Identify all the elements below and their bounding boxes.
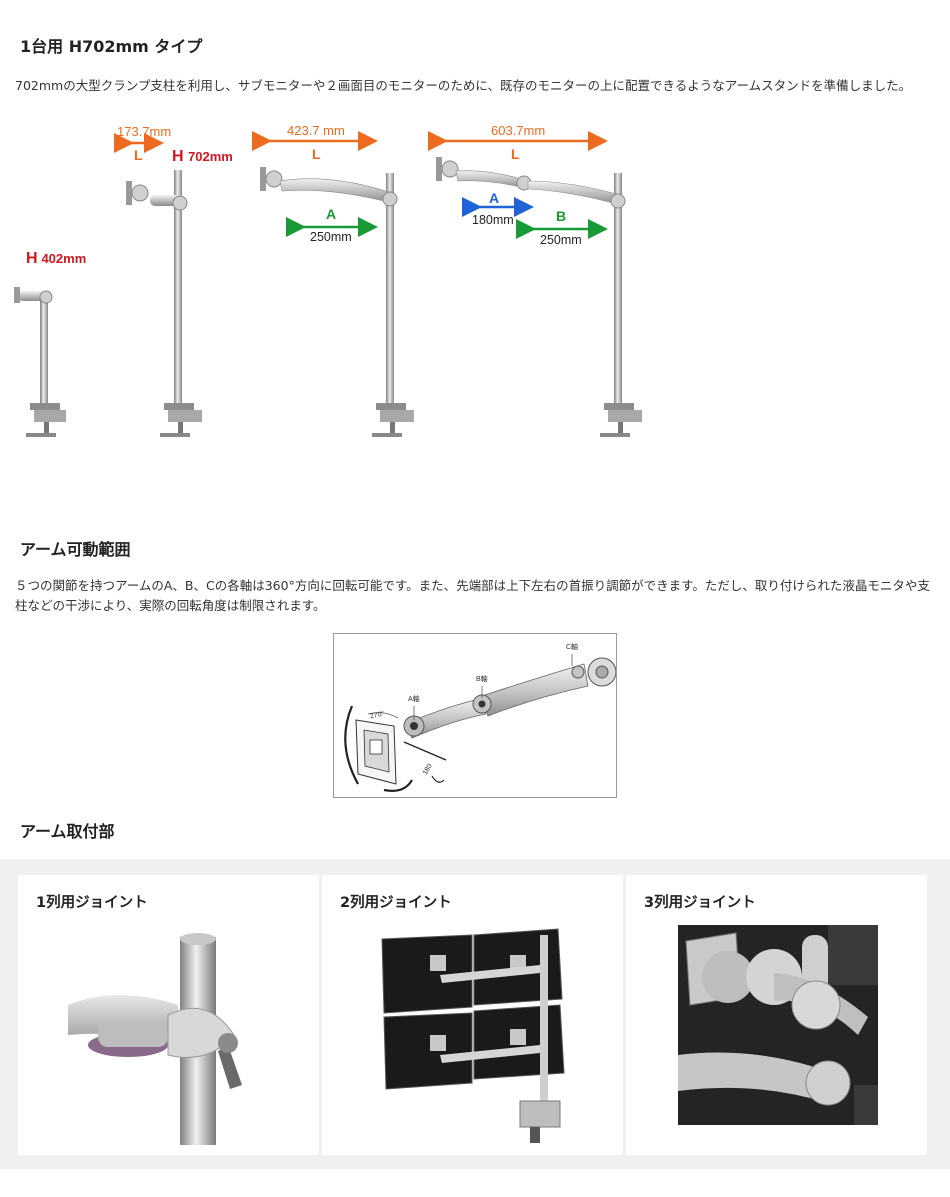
joint-card-title: 1列用ジョイント [36,895,148,911]
stand2-h-label: H 702mm [172,148,233,165]
joint-card-3col: 3列用ジョイント [626,875,927,1155]
stand4-b-value: 250mm [540,233,582,247]
stand2-l-label: L [134,147,143,163]
axis-b-label: B軸 [476,676,488,683]
section-title-h702: 1台用 H702mm タイプ [20,37,203,56]
stand4-l-label: L [511,146,520,162]
stand4-b-label: B [556,208,567,224]
joint-2col-photo [380,925,570,1147]
stand3-l-value: 423.7 mm [287,123,345,138]
stand-h702-l173 [126,170,202,437]
joint-3col-photo [678,925,878,1125]
joint-1col-photo [58,925,278,1145]
stand4-l-value: 603.7mm [491,123,546,138]
stand-l603 [436,157,642,437]
joint-card-title: 3列用ジョイント [644,895,756,911]
stand2-l-value: 173.7mm [117,124,172,139]
joint-card-title: 2列用ジョイント [340,895,452,911]
stand3-a-label: A [326,206,337,222]
joint-card-2col: 2列用ジョイント [322,875,623,1155]
axis-c-label: C軸 [566,644,579,651]
section-description-range: ５つの関節を持つアームのA、B、Cの各軸は360°方向に回転可能です。また、先端… [15,578,930,613]
stand3-l-label: L [312,146,321,162]
joint-card-1col: 1列用ジョイント [18,875,319,1155]
stand-l423 [260,167,414,437]
stand4-a-value: 180mm [472,213,514,227]
arm-range-diagram: A軸 B軸 C軸 270° 180 [333,633,617,798]
stand3-a-value: 250mm [310,230,352,244]
stand1-h-label: H 402mm [26,250,87,267]
section-title-mount: アーム取付部 [20,822,115,841]
stand-illustrations [14,131,642,437]
section-description-h702: 702mmの大型クランプ支柱を利用し、サブモニターや２画面目のモニターのために、… [15,78,912,93]
joint-gallery: 1列用ジョイント 2列用ジョイント [0,859,950,1169]
section-title-range: アーム可動範囲 [20,540,131,559]
stand4-a-label: A [489,190,500,206]
stand-h402 [14,287,66,437]
axis-a-label: A軸 [408,696,420,703]
